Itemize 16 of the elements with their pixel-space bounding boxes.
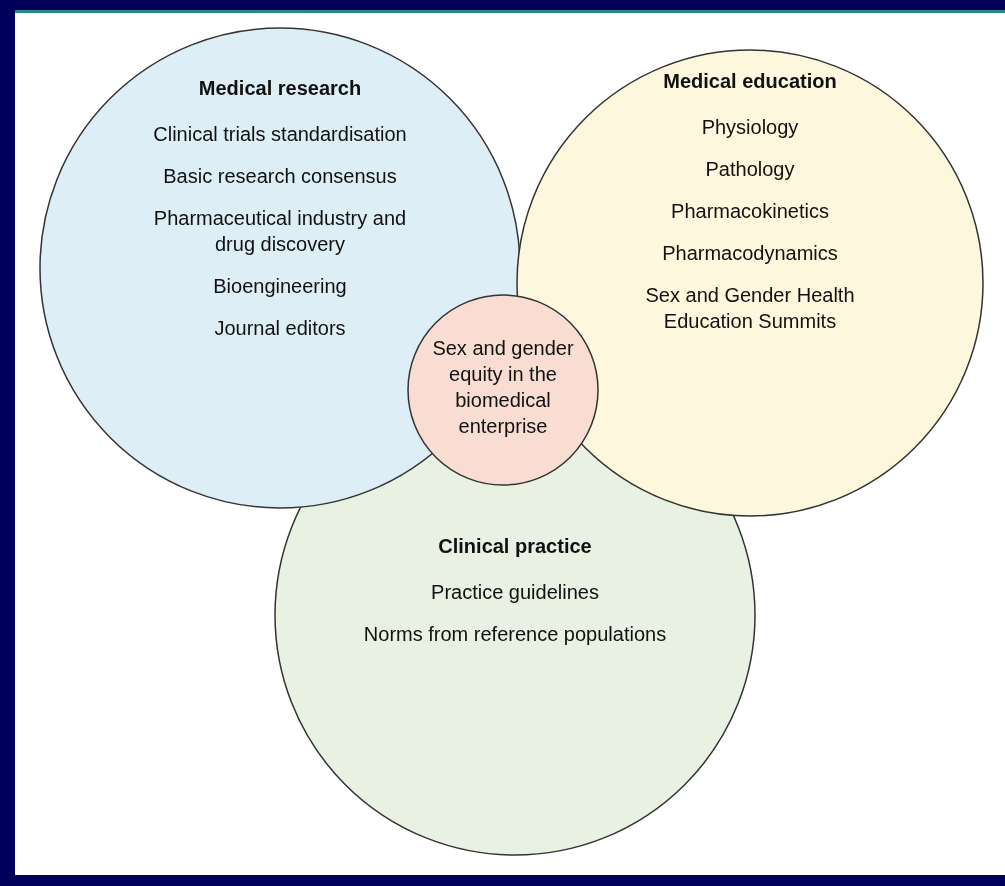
circle-heading: Clinical practice: [437, 534, 593, 559]
circle-text: Pathology: [704, 157, 796, 182]
circle-text: Norms from reference populations: [362, 622, 668, 647]
circle-text: Basic research consensus: [162, 164, 398, 189]
circle-text: Sex and gender equity in the biomedical enterprise: [431, 336, 575, 439]
circle-text: Pharmacokinetics: [670, 199, 830, 224]
circle-text: Bioengineering: [212, 274, 348, 299]
circle-text: Pharmacodynamics: [661, 241, 839, 266]
circle-heading: Medical education: [662, 69, 838, 94]
circle-text: Physiology: [700, 115, 800, 140]
circle-text: Journal editors: [213, 316, 347, 341]
circle-text: Sex and Gender Health Education Summits: [644, 283, 856, 334]
circle-text: Clinical trials standardisation: [152, 122, 408, 147]
circle-text: Practice guidelines: [430, 580, 600, 605]
circle-text: Pharmaceutical industry and drug discovery: [152, 206, 408, 257]
circle-heading: Medical research: [197, 76, 363, 101]
